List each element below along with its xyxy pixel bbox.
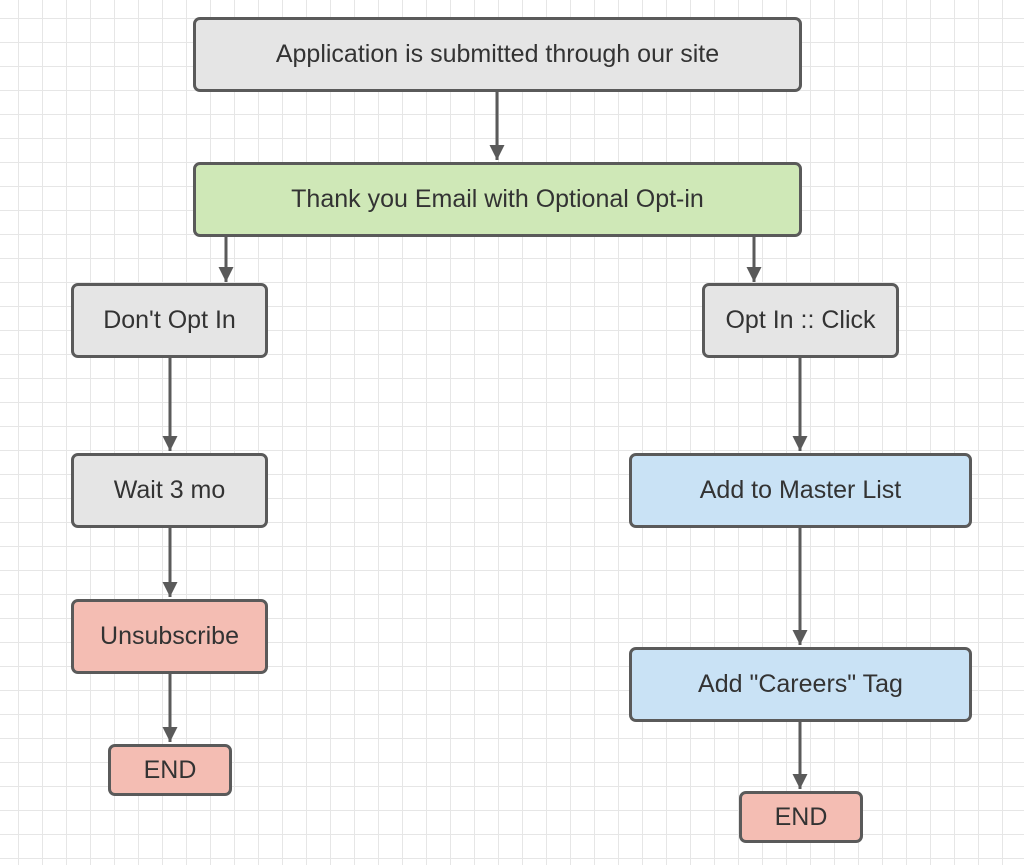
node-wait-3-mo: Wait 3 mo: [71, 453, 268, 528]
node-unsubscribe: Unsubscribe: [71, 599, 268, 674]
node-add-careers-tag: Add "Careers" Tag: [629, 647, 972, 722]
node-end-left: END: [108, 744, 232, 796]
node-thank-you-email: Thank you Email with Optional Opt-in: [193, 162, 802, 237]
node-add-to-master-list: Add to Master List: [629, 453, 972, 528]
node-dont-opt-in: Don't Opt In: [71, 283, 268, 358]
node-end-right: END: [739, 791, 863, 843]
node-opt-in-click: Opt In :: Click: [702, 283, 899, 358]
node-application-submitted: Application is submitted through our sit…: [193, 17, 802, 92]
